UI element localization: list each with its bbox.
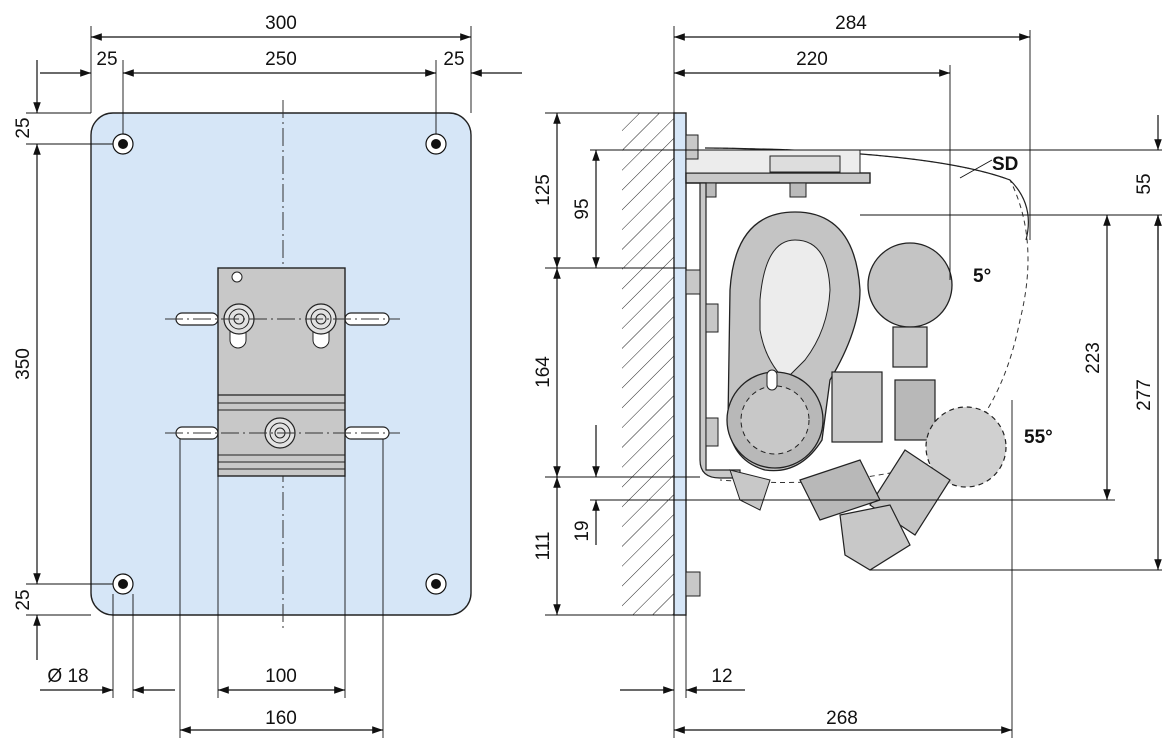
label-angle-large: 55°	[1024, 427, 1053, 448]
wall	[622, 113, 674, 615]
side-view: 284 220 125 95 164 111 19 55 223 277 12 …	[533, 13, 1162, 738]
dim-bottom-offset: 19	[572, 520, 593, 541]
dim-edge-bottom: 25	[13, 589, 34, 610]
dim-rod-spacing: 160	[265, 708, 297, 729]
head-upper	[831, 242, 953, 443]
front-view: 300 250 25 25 25 350 25 Ø 18 100 160	[13, 13, 522, 738]
dim-edge-right: 25	[443, 49, 464, 70]
vertical-bracket	[686, 182, 741, 479]
dim-top-sub-height: 95	[572, 198, 593, 219]
dim-top-height: 125	[533, 174, 554, 206]
dim-hole-spacing-vertical: 350	[13, 348, 34, 380]
mounting-hole-bottom-right	[425, 573, 447, 595]
plate-side	[673, 112, 687, 616]
dim-depth-to-arm: 220	[796, 49, 828, 70]
dim-mid-height: 164	[533, 356, 554, 388]
dim-right-mid: 223	[1083, 342, 1104, 374]
dim-right-full: 277	[1134, 379, 1155, 411]
dim-bracket-width: 100	[265, 666, 297, 687]
dim-edge-top: 25	[13, 117, 34, 138]
dim-plate-thickness: 12	[711, 666, 732, 687]
label-sd: SD	[992, 154, 1018, 175]
dim-edge-left: 25	[96, 49, 117, 70]
mounting-hole-top-left	[112, 133, 134, 155]
mounting-hole-top-right	[425, 133, 447, 155]
dim-right-top: 55	[1134, 173, 1155, 194]
dim-bottom-height: 111	[533, 532, 554, 561]
dim-overall-depth: 284	[835, 13, 867, 34]
dim-hole-spacing-horizontal: 250	[265, 49, 297, 70]
sensor-body	[726, 211, 861, 472]
dim-bottom-depth: 268	[826, 708, 858, 729]
mounting-hole-bottom-left	[112, 573, 134, 595]
label-angle-small: 5°	[973, 266, 991, 287]
dim-overall-width: 300	[265, 13, 297, 34]
top-bracket	[685, 149, 871, 198]
dim-hole-diameter: Ø 18	[47, 666, 88, 687]
